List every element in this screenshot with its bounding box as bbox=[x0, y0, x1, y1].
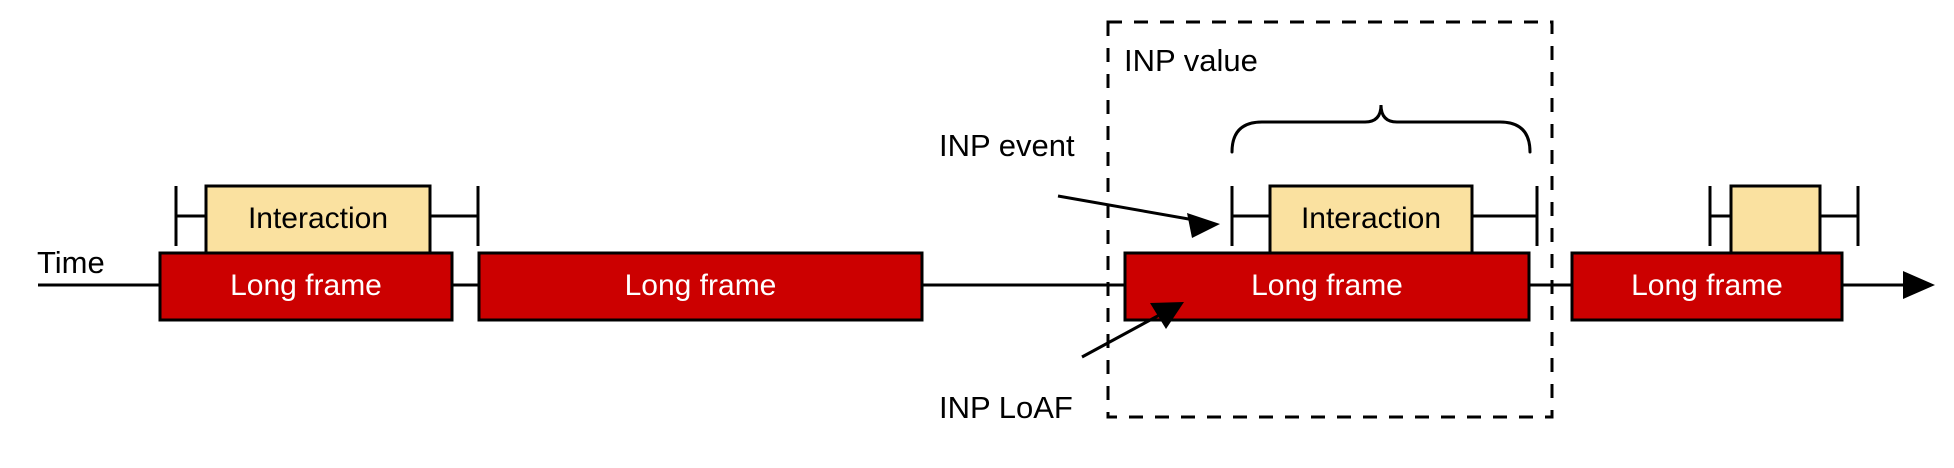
interaction-2[interactable] bbox=[1268, 184, 1474, 255]
interaction-2-whiskers bbox=[1230, 186, 1539, 246]
time-axis-arrowhead bbox=[1903, 271, 1935, 299]
interaction-3-whiskers bbox=[1708, 186, 1860, 246]
inp-loaf-label: INP LoAF bbox=[939, 390, 1073, 425]
long-frame-4-label: Long frame bbox=[1631, 269, 1783, 302]
inp-loaf-arrow bbox=[1081, 302, 1184, 359]
interaction-1-label: Interaction bbox=[247, 202, 389, 235]
inp-event-arrow bbox=[1057, 194, 1220, 238]
long-frame-3-label: Long frame bbox=[1251, 269, 1403, 302]
interaction-3[interactable] bbox=[1729, 184, 1822, 255]
long-frame-3[interactable] bbox=[1123, 251, 1531, 322]
interaction-2-label: Interaction bbox=[1300, 202, 1442, 235]
long-frame-1[interactable] bbox=[158, 251, 454, 322]
inp-event-label: INP event bbox=[939, 128, 1075, 163]
long-frame-2[interactable] bbox=[477, 251, 924, 322]
long-frame-4[interactable] bbox=[1570, 251, 1844, 322]
inp-value-brace bbox=[1230, 104, 1532, 154]
long-frame-1-label: Long frame bbox=[230, 269, 382, 302]
time-axis-label: Time bbox=[37, 245, 105, 280]
interaction-1[interactable] bbox=[204, 184, 432, 255]
interaction-1-whiskers bbox=[174, 186, 480, 246]
long-frame-2-label: Long frame bbox=[624, 269, 777, 302]
inp-value-label: INP value bbox=[1124, 43, 1258, 78]
inp-dashed-box bbox=[1106, 20, 1554, 419]
